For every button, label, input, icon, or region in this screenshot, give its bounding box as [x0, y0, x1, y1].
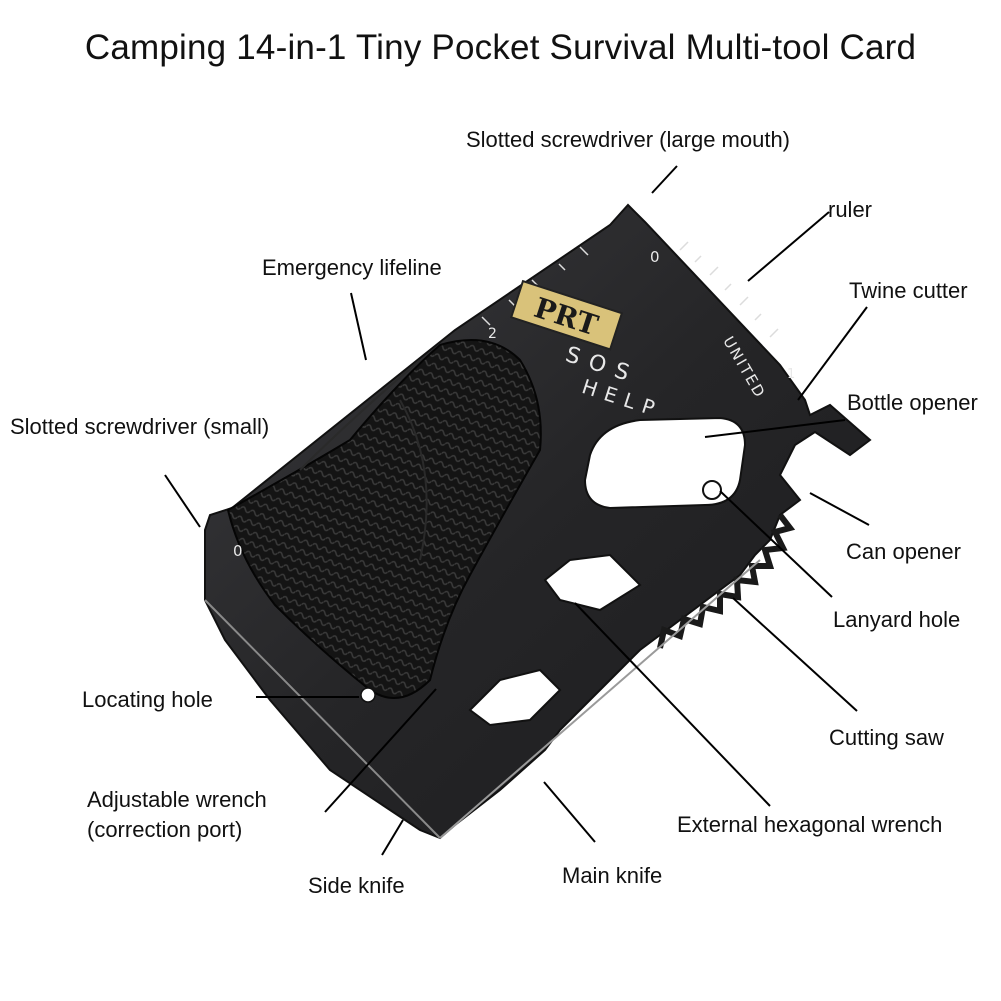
label-side-knife: Side knife — [308, 873, 405, 898]
label-slotted-screwdriver-small: Slotted screwdriver (small) — [10, 414, 270, 439]
label-lanyard-hole: Lanyard hole — [833, 607, 961, 632]
label-emergency-lifeline: Emergency lifeline — [262, 255, 442, 280]
diagram-title: Camping 14-in-1 Tiny Pocket Survival Mul… — [84, 28, 917, 67]
label-adjustable-wrench: Adjustable wrench — [87, 787, 267, 812]
label-cutting-saw: Cutting saw — [829, 725, 944, 750]
bottle-opener-cutout — [583, 416, 747, 510]
ruler-one: 1 — [787, 367, 795, 382]
hex-wrench-slot — [543, 553, 642, 612]
label-slotted-screwdriver-large: Slotted screwdriver (large mouth) — [466, 127, 791, 152]
side-knife-edge — [204, 599, 441, 839]
wrench-slot-lower — [468, 668, 562, 727]
label-bottle-opener: Bottle opener — [847, 390, 978, 415]
ruler-zero-top: 0 — [650, 248, 660, 266]
cutting-saw-teeth — [657, 513, 796, 649]
emergency-lifeline-cord — [226, 339, 542, 699]
label-ruler: ruler — [828, 197, 873, 222]
leader-lines — [164, 165, 870, 856]
main-knife-edge — [439, 559, 761, 839]
label-main-knife: Main knife — [562, 863, 663, 888]
brand-badge: PRT — [509, 279, 624, 351]
label-locating-hole: Locating hole — [82, 687, 213, 712]
label-twine-cutter: Twine cutter — [849, 278, 968, 303]
lanyard-hole — [702, 480, 722, 500]
label-correction-port: (correction port) — [87, 817, 243, 842]
locating-hole — [360, 687, 376, 703]
ruler-zero-left: 0 — [233, 542, 243, 560]
label-can-opener: Can opener — [846, 539, 961, 564]
label-external-hexagonal-wrench: External hexagonal wrench — [677, 812, 943, 837]
ruler-two: 2 — [488, 326, 497, 342]
